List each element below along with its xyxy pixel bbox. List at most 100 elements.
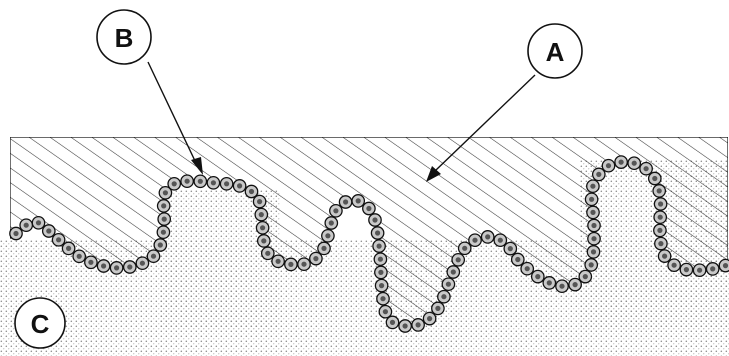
particle — [272, 255, 284, 267]
particle — [628, 157, 640, 169]
particle — [452, 254, 464, 266]
particle — [62, 242, 74, 254]
particle — [253, 195, 265, 207]
particle — [318, 242, 330, 254]
particle — [258, 235, 270, 247]
particle — [158, 213, 170, 225]
particle — [124, 261, 136, 273]
particle — [194, 175, 206, 187]
particle — [168, 178, 180, 190]
particle — [653, 185, 665, 197]
particle — [375, 279, 387, 291]
particle — [556, 280, 568, 292]
particle — [110, 262, 122, 274]
particle — [377, 293, 389, 305]
particle — [325, 217, 337, 229]
particle — [512, 253, 524, 265]
particle — [207, 177, 219, 189]
particle — [447, 266, 459, 278]
label-b-text: B — [115, 23, 134, 53]
particle — [255, 208, 267, 220]
particle — [399, 320, 411, 332]
particle — [459, 242, 471, 254]
particle — [136, 257, 148, 269]
particle — [379, 306, 391, 318]
label-c-text: C — [31, 309, 50, 339]
particle — [423, 312, 435, 324]
particle — [256, 222, 268, 234]
particle — [298, 258, 310, 270]
particle — [693, 264, 705, 276]
particle — [579, 270, 591, 282]
particle — [615, 156, 627, 168]
particle — [245, 185, 257, 197]
particle — [719, 259, 729, 271]
particle — [442, 278, 454, 290]
particle — [680, 263, 692, 275]
particle — [432, 302, 444, 314]
particle — [588, 233, 600, 245]
particle — [658, 250, 670, 262]
particle — [322, 230, 334, 242]
particle — [363, 202, 375, 214]
particle — [587, 246, 599, 258]
particle — [181, 175, 193, 187]
particle — [43, 225, 55, 237]
particle — [412, 319, 424, 331]
particle — [369, 214, 381, 226]
particle — [20, 219, 32, 231]
particle — [438, 291, 450, 303]
particle — [374, 253, 386, 265]
particle — [521, 263, 533, 275]
particle — [640, 163, 652, 175]
particle — [233, 180, 245, 192]
label-callout-c: C — [15, 298, 65, 348]
particle — [147, 250, 159, 262]
particle — [154, 239, 166, 251]
particle — [97, 260, 109, 272]
particle — [654, 211, 666, 223]
label-a-text: A — [546, 37, 565, 67]
particle — [10, 227, 22, 239]
label-callout-b: B — [97, 10, 151, 64]
particle — [504, 242, 516, 254]
particle — [587, 180, 599, 192]
particle — [655, 237, 667, 249]
particle — [707, 263, 719, 275]
particle — [654, 198, 666, 210]
particle — [543, 277, 555, 289]
particle — [285, 258, 297, 270]
particle — [585, 193, 597, 205]
label-callout-a: A — [528, 24, 582, 78]
particle — [32, 217, 44, 229]
particle — [371, 227, 383, 239]
particle — [654, 224, 666, 236]
particle — [585, 259, 597, 271]
particle — [220, 178, 232, 190]
particle — [588, 219, 600, 231]
particle — [602, 160, 614, 172]
particle — [668, 259, 680, 271]
particle — [649, 172, 661, 184]
particle — [386, 316, 398, 328]
particle — [494, 234, 506, 246]
particle — [262, 247, 274, 259]
particle — [373, 240, 385, 252]
particle — [330, 205, 342, 217]
particle — [85, 256, 97, 268]
particle — [73, 250, 85, 262]
particle — [587, 206, 599, 218]
particle — [339, 196, 351, 208]
particle — [482, 231, 494, 243]
particle — [593, 168, 605, 180]
particle — [569, 278, 581, 290]
particle — [375, 266, 387, 278]
particle — [469, 234, 481, 246]
particle — [532, 270, 544, 282]
particle — [52, 234, 64, 246]
particle — [157, 226, 169, 238]
particle — [158, 200, 170, 212]
particle — [352, 195, 364, 207]
particle — [310, 252, 322, 264]
